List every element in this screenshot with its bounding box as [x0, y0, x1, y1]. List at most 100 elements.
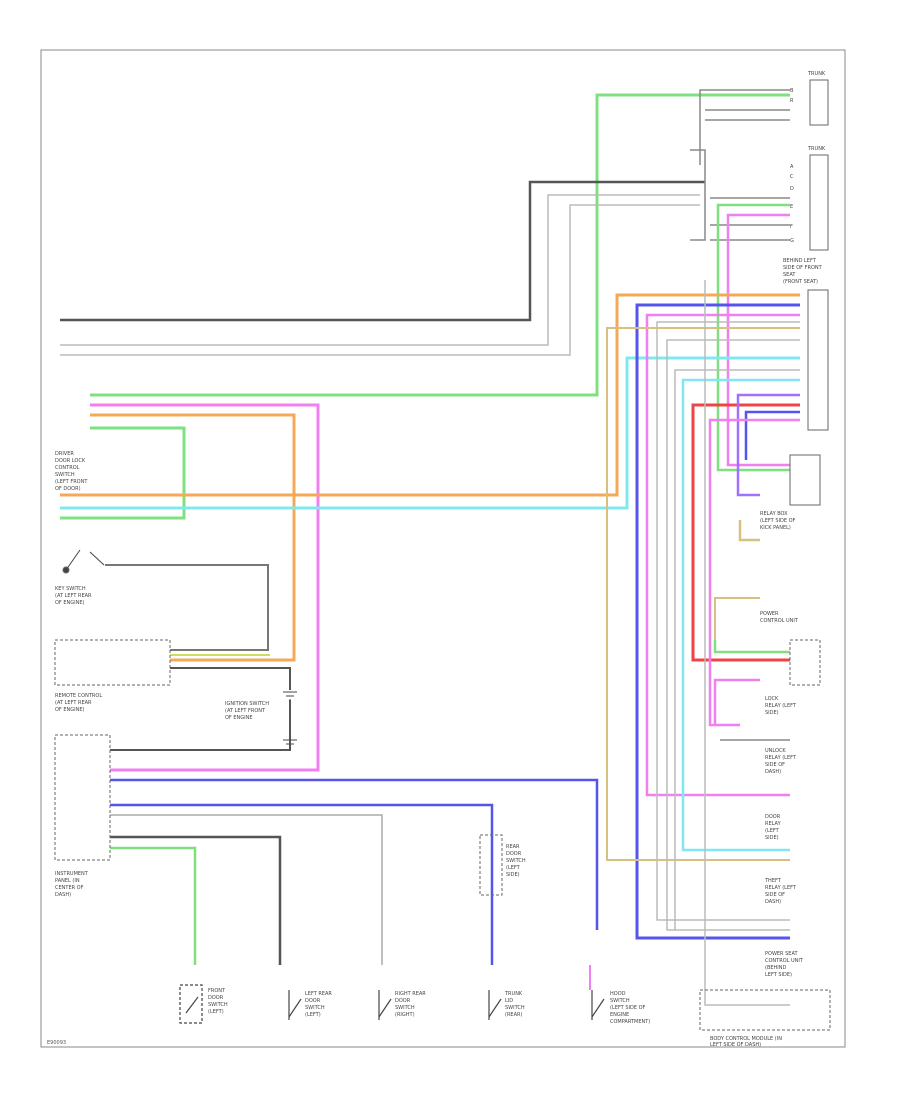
switch-2 [288, 990, 302, 1020]
switch-3 [378, 990, 392, 1020]
unlock-relay-label-1: UNLOCK [765, 748, 786, 754]
trunk-b-pin-2: C [790, 174, 794, 180]
lock-relay-label-2: RELAY (LEFT [765, 703, 797, 709]
wire-key-switch [105, 564, 269, 651]
trunk-a-pin-1: B [790, 88, 794, 94]
unlock-relay-label-2: RELAY (LEFT [765, 755, 797, 761]
front-seat-label-3: SEAT [783, 272, 796, 278]
trunk-b-block [809, 154, 829, 251]
wire-violet-right [736, 393, 800, 497]
switch-4-label-2: LID [505, 998, 513, 1004]
door-relay-label-4: SIDE) [765, 835, 779, 841]
door-relay-label-3: (LEFT [765, 828, 780, 834]
rear-switch-label-3: SWITCH [506, 858, 526, 864]
switch-5-label-1: HOOD [610, 991, 626, 997]
key-switch-label-1: KEY SWITCH [55, 586, 86, 592]
wire-red-right [691, 403, 800, 662]
switch-5-label-2: SWITCH [610, 998, 630, 1004]
trunk-b-pin-4: E [790, 204, 793, 210]
front-seat-label-2: SIDE OF FRONT [783, 265, 823, 271]
trunk-b-pin-3: D [790, 186, 794, 192]
wire-blue-right2 [744, 410, 800, 460]
switch-3-label-2: DOOR [395, 998, 411, 1004]
key-switch-arm [65, 549, 81, 571]
bottom-right-block [699, 989, 831, 1031]
driver-door-label-3: CONTROL [55, 465, 80, 471]
ground-symbol-1 [283, 691, 297, 701]
rear-switch-label-5: SIDE) [506, 872, 520, 878]
wire-green-inst [110, 846, 197, 965]
trunk-b-pin-1: A [790, 164, 794, 170]
wire-tan-right [606, 327, 800, 861]
driver-door-label-4: SWITCH [55, 472, 75, 478]
footer-code: E90093 [47, 1040, 66, 1046]
wire-pink-main [90, 403, 320, 772]
switch-4-blade [488, 998, 502, 1018]
trunk-b-label: TRUNK [807, 146, 826, 152]
remote-control-block [54, 639, 171, 686]
wire-blue-long [635, 303, 800, 940]
ground-symbol-2 [283, 739, 297, 749]
switch-3-label-3: SWITCH [395, 1005, 415, 1011]
block-labels: TRUNK B R TRUNK A C D E F G BEHIND LEFT … [55, 71, 826, 1048]
switch-4 [488, 990, 502, 1020]
switch-1-label-3: SWITCH [208, 1002, 228, 1008]
bottom-right-label-2: LEFT SIDE OF DASH) [710, 1042, 761, 1048]
relay-right-label-3: KICK PANEL) [760, 525, 791, 531]
switch-labels: FRONT DOOR SWITCH (LEFT) LEFT REAR DOOR … [208, 988, 650, 1025]
wire-tan-right2 [738, 520, 760, 542]
wire-green-mid [60, 426, 186, 520]
key-switch-label-3: OF ENGINE) [55, 600, 85, 606]
instrument-label-3: CENTER OF [55, 885, 84, 891]
switch-2-label-1: LEFT REAR [305, 991, 332, 997]
power-seat-label-3: (BEHIND [765, 965, 787, 971]
trunk-a-label: TRUNK [807, 71, 826, 77]
power-ctrl-block [789, 639, 821, 686]
power-seat-label-1: POWER SEAT [765, 951, 798, 957]
wire-orange-long [60, 293, 800, 497]
rear-switch-label-4: (LEFT [506, 865, 521, 871]
switch-1 [179, 984, 203, 1024]
ignition-label-1: IGNITION SWITCH [225, 701, 269, 707]
unlock-relay-label-3: SIDE OF [765, 762, 785, 768]
rear-switch-label-1: REAR [506, 844, 520, 850]
wire-gray-right5 [704, 280, 790, 1006]
wire-gray-3 [690, 149, 706, 241]
theft-relay-label-3: SIDE OF [765, 892, 785, 898]
switch-4-label-4: (REAR) [505, 1012, 522, 1018]
lock-relay-label-1: LOCK [765, 696, 779, 702]
diagram-frame [40, 49, 846, 1048]
remote-ctrl-label-1: REMOTE CONTROL [55, 693, 102, 699]
switch-5-label-4: ENGINE [610, 1012, 629, 1018]
switch-5-label-3: (LEFT SIDE OF [610, 1005, 646, 1011]
trunk-b-pin-6: G [790, 238, 794, 244]
instrument-panel-block [54, 734, 111, 861]
wire-green-top [90, 93, 790, 397]
wire-gray-right [656, 321, 800, 921]
front-seat-connector [807, 289, 829, 431]
driver-door-label-1: DRIVER [55, 451, 74, 457]
instrument-label-1: INSTRUMENT [55, 871, 89, 877]
switch-1-body [179, 984, 203, 1024]
wire-gray-right3 [674, 369, 800, 930]
relay-right-label-1: RELAY BOX [760, 511, 788, 517]
wire-pink-right3 [713, 678, 760, 725]
ignition-label-3: OF ENGINE [225, 715, 253, 721]
door-relay-label-2: RELAY [765, 821, 782, 827]
switch-5-blade [591, 998, 605, 1018]
theft-relay-label-2: RELAY (LEFT [765, 885, 797, 891]
wire-blue-inst [110, 778, 599, 930]
switch-3-label-1: RIGHT REAR [395, 991, 426, 997]
trunk-a-block [809, 79, 829, 126]
ignition-label-2: (AT LEFT FRONT [225, 708, 266, 714]
switch-2-blade [288, 998, 302, 1018]
wire-ground [110, 700, 291, 751]
trunk-a-pin-2: R [790, 98, 794, 104]
remote-ctrl-label-2: (AT LEFT REAR [55, 700, 92, 706]
bottom-right-label-1: BODY CONTROL MODULE (IN [710, 1036, 782, 1042]
switch-5-label-5: COMPARTMENT) [610, 1019, 650, 1025]
wire-cyan-long [60, 356, 800, 510]
wire-remote-2 [170, 667, 291, 690]
instrument-label-4: DASH) [55, 892, 71, 898]
